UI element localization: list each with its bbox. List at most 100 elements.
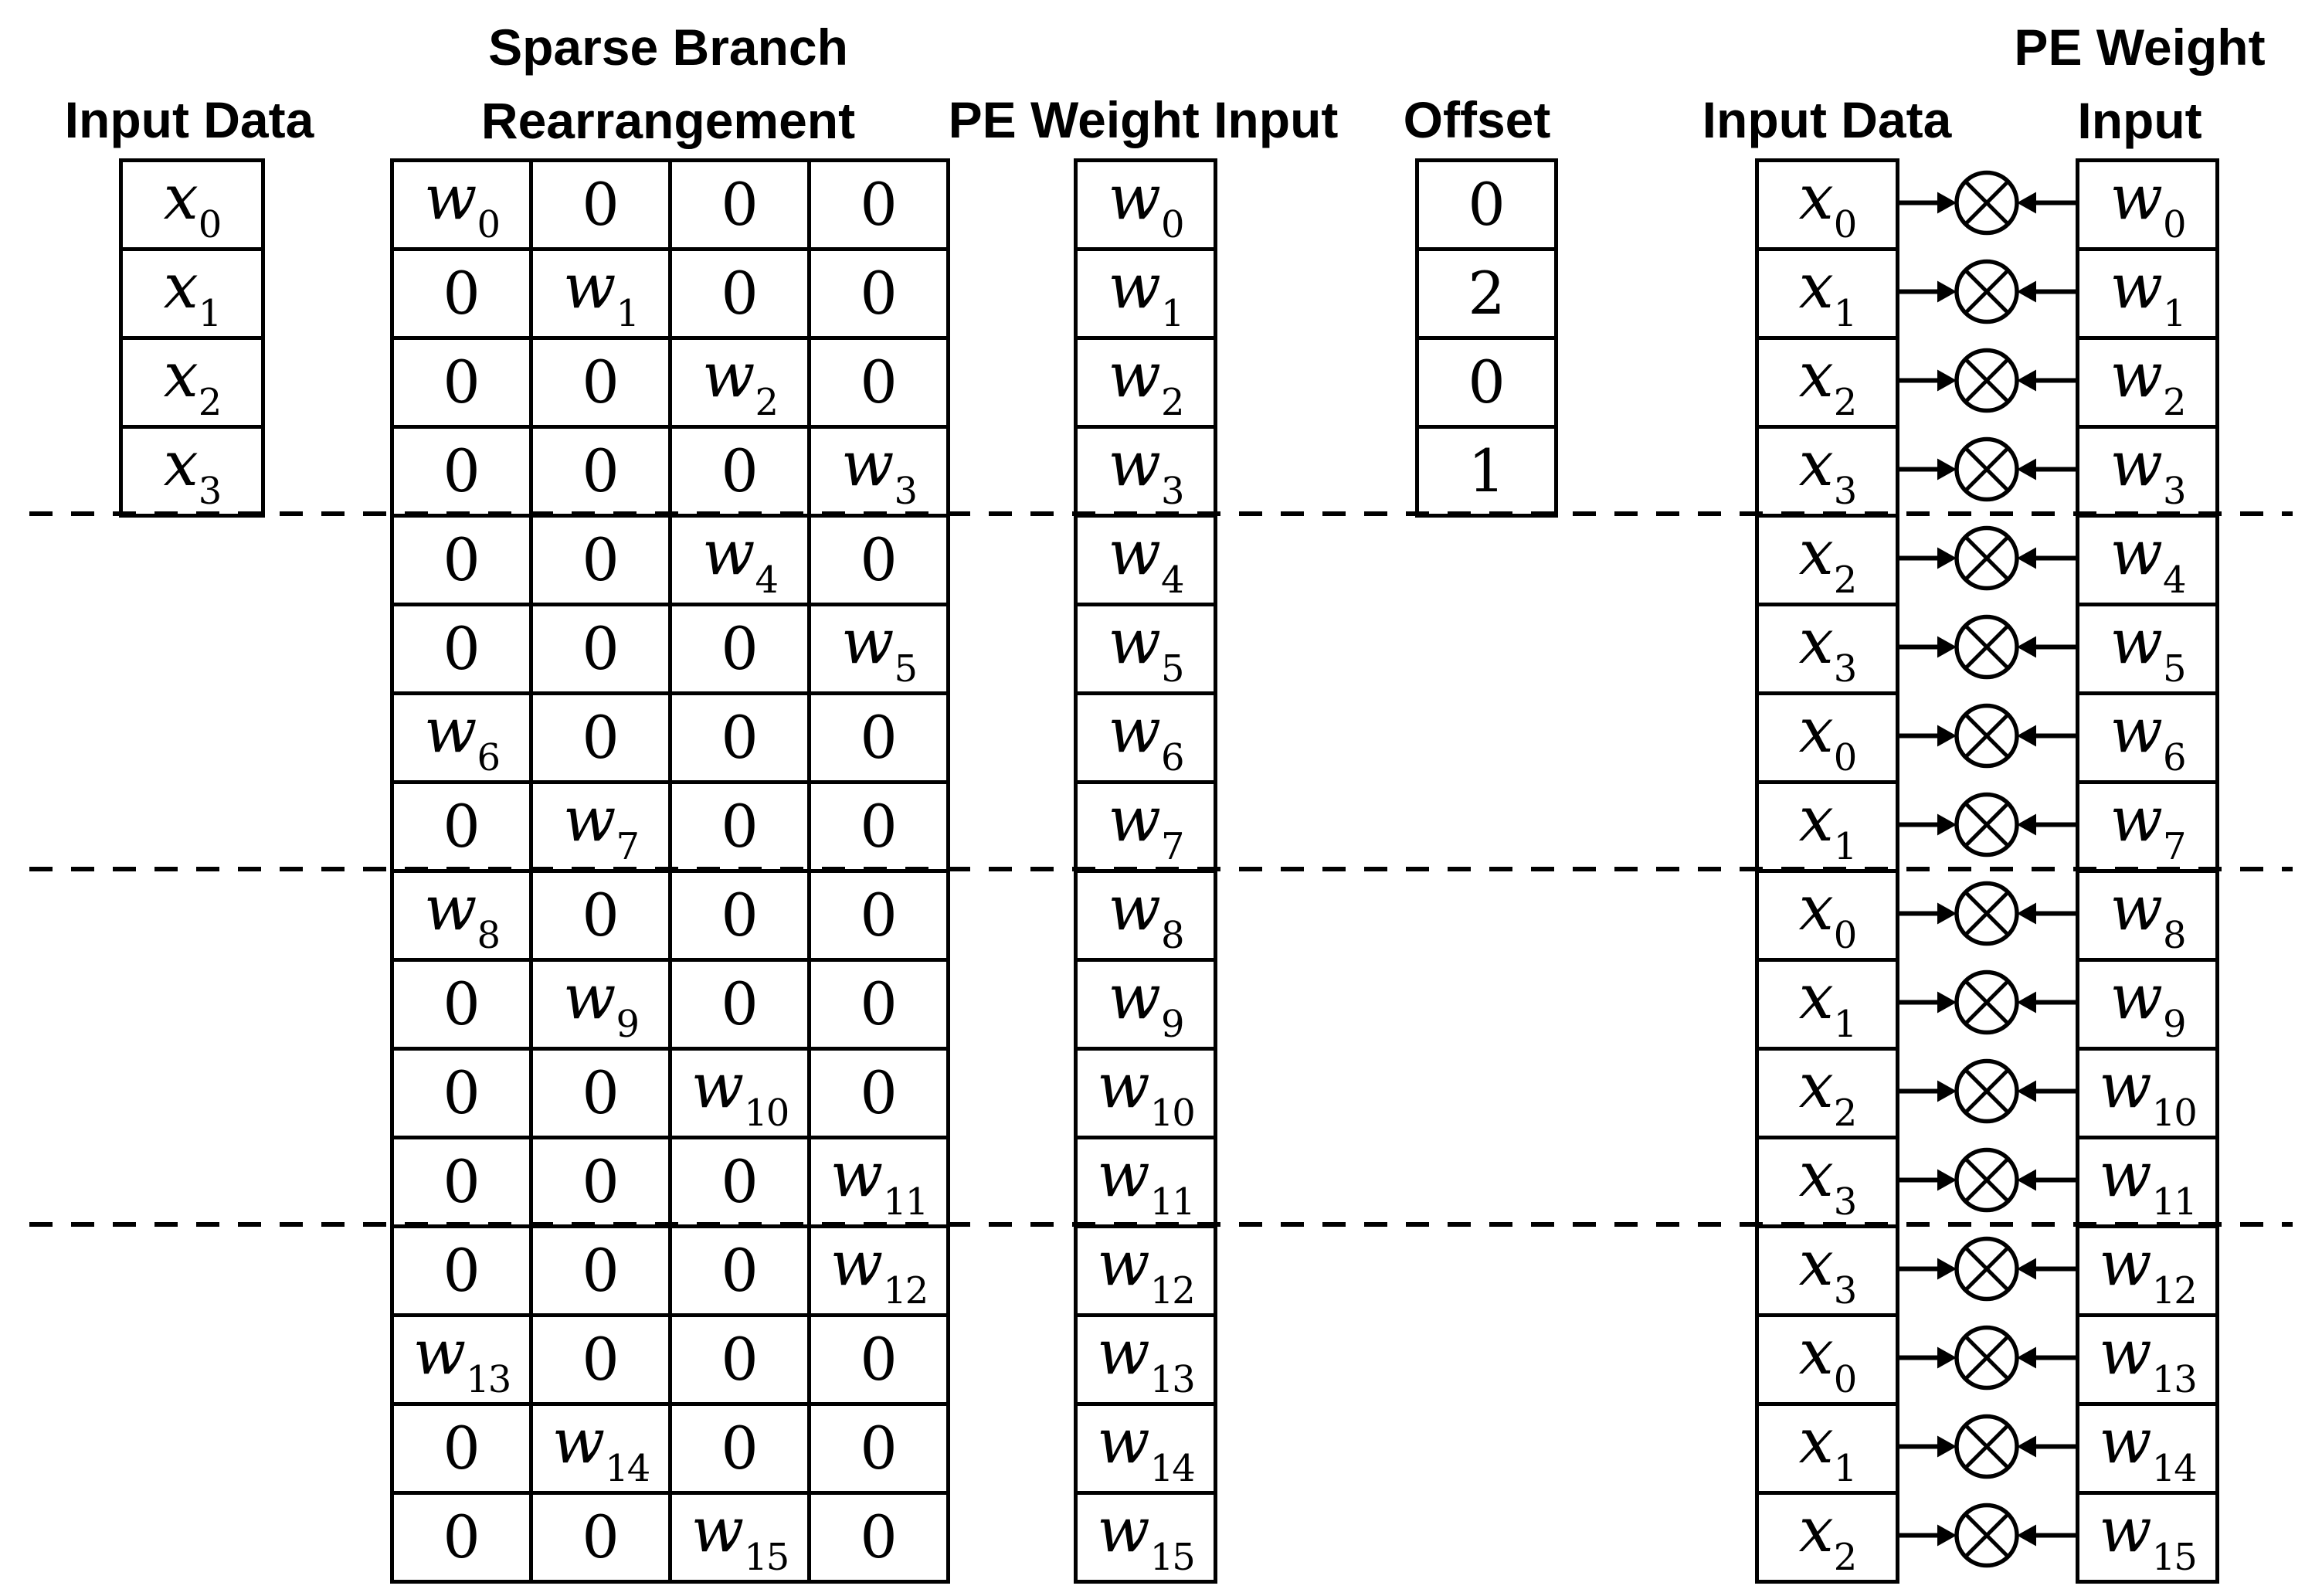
input-arrowhead-icon	[1937, 1435, 1957, 1458]
matrix-cell-r2c2-w2: w2	[668, 336, 811, 429]
matrix-cell-r2c1-zero: 0	[529, 336, 672, 429]
math-letter: w	[1108, 783, 1161, 855]
matrix-cell-r8c3-zero: 0	[807, 869, 950, 962]
math-letter: w	[2099, 1316, 2152, 1388]
table-row: x2	[1755, 1491, 1899, 1584]
math-letter: w	[1097, 1493, 1150, 1566]
table-row: 0	[1415, 336, 1558, 429]
right-pe-weight-header-line1: PE Weight	[2014, 19, 2266, 76]
math-letter: x	[1798, 516, 1834, 589]
multiply-nodes-strip	[1896, 170, 2076, 1568]
table-row: w9	[1074, 958, 1217, 1051]
table-row: w10	[2076, 1047, 2219, 1139]
math-letter: w	[423, 694, 477, 766]
multiply-x-stroke	[1964, 1068, 2010, 1114]
math-letter: w	[412, 1316, 467, 1388]
matrix-cell-r5c0-zero: 0	[390, 603, 533, 695]
table-row: w8	[1074, 869, 1217, 962]
matrix-cell-r12c0-zero: 0	[390, 1224, 533, 1317]
table-row: x0	[1755, 869, 1899, 962]
table-row: w12	[1074, 1224, 1217, 1317]
pe-multiply-node-row8	[1896, 881, 2076, 946]
math-subscript: 1	[1160, 291, 1185, 335]
math-letter: w	[2099, 1049, 2152, 1122]
sparse-branch-header-line1: Sparse Branch	[488, 19, 848, 76]
math-letter: x	[1798, 338, 1834, 411]
math-subscript: 8	[2162, 913, 2187, 957]
pe-weight-cell-r2-w2: w2	[2076, 336, 2219, 429]
table-row: x1	[1755, 1402, 1899, 1495]
multiply-x-stroke	[1964, 1157, 2010, 1203]
math-letter: w	[562, 783, 616, 855]
math-subscript: 15	[2151, 1535, 2198, 1579]
math-subscript: 5	[894, 647, 918, 691]
input-cell-x0: x0	[119, 158, 265, 251]
math-subscript: 5	[2162, 647, 2187, 691]
input-arrowhead-icon	[1937, 725, 1957, 747]
matrix-cell-r4c1-zero: 0	[529, 514, 672, 606]
table-row: x2	[1755, 336, 1899, 429]
math-subscript: 2	[755, 380, 779, 424]
pe-weight-input-cell-w12: w12	[1074, 1224, 1217, 1317]
math-subscript: 8	[477, 913, 501, 957]
matrix-cell-r4c3-zero: 0	[807, 514, 950, 606]
pe-multiply-node-row1	[1896, 259, 2076, 324]
math-subscript: 1	[616, 291, 640, 335]
pe-input-cell-r6-x0: x0	[1755, 691, 1899, 784]
input-arrowhead-icon	[1937, 902, 1957, 925]
left-input-data-header: Input Data	[64, 91, 314, 148]
matrix-cell-r9c0-zero: 0	[390, 958, 533, 1051]
input-arrowhead-icon	[1937, 547, 1957, 569]
weight-arrowhead-icon	[2017, 280, 2036, 303]
math-subscript: 2	[1833, 1535, 1858, 1579]
math-subscript: 9	[616, 1002, 640, 1046]
pe-input-cell-r9-x1: x1	[1755, 958, 1899, 1051]
math-letter: w	[1108, 516, 1161, 589]
matrix-cell-r9c2-zero: 0	[668, 958, 811, 1051]
pe-weight-input-cell-w11: w11	[1074, 1136, 1217, 1228]
math-letter: w	[2110, 605, 2163, 677]
multiply-x-stroke	[1964, 180, 2010, 226]
math-subscript: 1	[2162, 291, 2187, 335]
input-arrowhead-icon	[1937, 1258, 1957, 1280]
input-arrowhead-icon	[1937, 636, 1957, 658]
matrix-cell-r5c1-zero: 0	[529, 603, 672, 695]
math-subscript: 0	[1833, 1357, 1858, 1401]
matrix-cell-r2c0-zero: 0	[390, 336, 533, 429]
pe-weight-input-cell-w10: w10	[1074, 1047, 1217, 1139]
table-row: w10	[1074, 1047, 1217, 1139]
table-row: x2	[1755, 1047, 1899, 1139]
table-row: w0	[2076, 158, 2219, 251]
matrix-cell-r14c0-zero: 0	[390, 1402, 533, 1495]
pe-weight-cell-r15-w15: w15	[2076, 1491, 2219, 1584]
math-subscript: 12	[1149, 1268, 1196, 1312]
multiply-x-stroke	[1964, 535, 2010, 581]
sparse-branch-header-line2: Rearrangement	[480, 92, 856, 149]
math-subscript: 3	[1833, 647, 1858, 691]
table-row: w4	[1074, 514, 1217, 606]
math-subscript: 4	[2162, 558, 2187, 602]
math-letter: w	[691, 1049, 745, 1122]
weight-arrowhead-icon	[2017, 1169, 2036, 1191]
right-pe-weight-header-line2: Input	[2077, 92, 2202, 149]
table-row: x0	[119, 158, 265, 251]
input-arrowhead-icon	[1937, 1346, 1957, 1369]
matrix-cell-r3c1-zero: 0	[529, 425, 672, 518]
table-row: w15	[2076, 1491, 2219, 1584]
math-letter: w	[840, 427, 895, 500]
multiply-x-stroke	[1964, 802, 2010, 847]
math-subscript: 0	[1833, 202, 1858, 246]
matrix-cell-r10c1-zero: 0	[529, 1047, 672, 1139]
matrix-cell-r6c1-zero: 0	[529, 691, 672, 784]
pe-weight-cell-r5-w5: w5	[2076, 603, 2219, 695]
matrix-cell-r13c0-w13: w13	[390, 1313, 533, 1406]
matrix-cell-r3c2-zero: 0	[668, 425, 811, 518]
math-letter: w	[2099, 1227, 2152, 1299]
math-subscript: 1	[1833, 1002, 1858, 1046]
pe-weight-input-cell-w3: w3	[1074, 425, 1217, 518]
